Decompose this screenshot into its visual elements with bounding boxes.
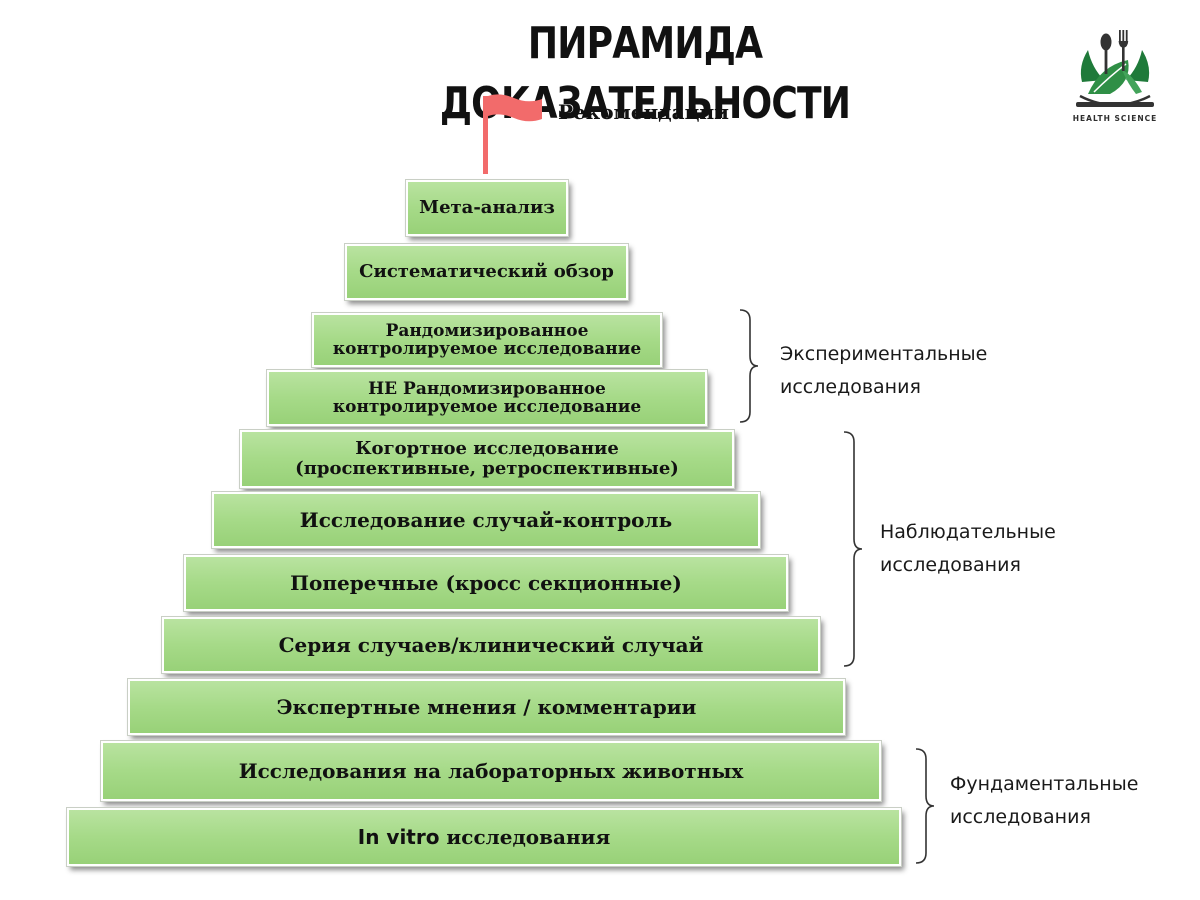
level-expert-opinion: Экспертные мнения / комментарии	[127, 678, 846, 736]
level-text-line-1: НЕ Рандомизированное	[368, 379, 606, 399]
recommendations-label: Рекомендации	[558, 100, 730, 124]
logo-text: HEALTH SCIENCE	[1072, 114, 1158, 123]
health-science-logo: HEALTH SCIENCE	[1070, 22, 1160, 130]
group-label-fundamental: Фундаментальные исследования	[950, 773, 1139, 828]
level-text-prefix: In vitro	[357, 825, 440, 849]
level-non-rct: НЕ Рандомизированное контролируемое иссл…	[266, 369, 708, 427]
level-case-control: Исследование случай-контроль	[211, 491, 761, 549]
level-case-series: Серия случаев/клинический случай	[161, 616, 821, 674]
level-text: Серия случаев/клинический случай	[278, 633, 704, 657]
bracket-observational	[843, 431, 863, 667]
plate-leaves-icon	[1076, 30, 1154, 107]
bracket-fundamental	[915, 748, 935, 864]
level-text-line-1: Когортное исследование	[355, 438, 619, 459]
level-text: Поперечные (кросс секционные)	[290, 571, 682, 595]
level-text-line-1: Рандомизированное	[385, 321, 589, 341]
level-systematic-review: Систематический обзор	[344, 243, 629, 301]
level-rct: Рандомизированное контролируемое исследо…	[311, 312, 663, 368]
group-label-experimental: Экспериментальные исследования	[780, 343, 988, 398]
level-text: Исследование случай-контроль	[299, 508, 673, 532]
level-meta-analysis: Мета-анализ	[405, 179, 569, 237]
level-text-line-2: (проспективные, ретроспективные)	[295, 458, 679, 479]
level-text: Экспертные мнения / комментарии	[276, 695, 697, 719]
level-cross-sectional: Поперечные (кросс секционные)	[183, 554, 789, 612]
level-text: Мета-анализ	[419, 197, 555, 218]
level-animal-studies: Исследования на лабораторных животных	[100, 740, 882, 802]
group-label-observational: Наблюдательные исследования	[880, 521, 1056, 576]
page-title: ПИРАМИДА ДОКАЗАТЕЛЬНОСТИ	[439, 18, 851, 129]
level-text-rest: исследования	[439, 825, 611, 849]
level-text-line-2: контролируемое исследование	[332, 339, 642, 359]
flag-icon	[483, 94, 542, 174]
bracket-experimental	[739, 309, 759, 423]
level-cohort-study: Когортное исследование (проспективные, р…	[239, 429, 735, 489]
level-text-line-2: контролируемое исследование	[332, 397, 642, 417]
level-text: Систематический обзор	[359, 261, 614, 282]
level-in-vitro: In vitro исследования	[66, 807, 902, 867]
level-text: Исследования на лабораторных животных	[238, 759, 744, 783]
